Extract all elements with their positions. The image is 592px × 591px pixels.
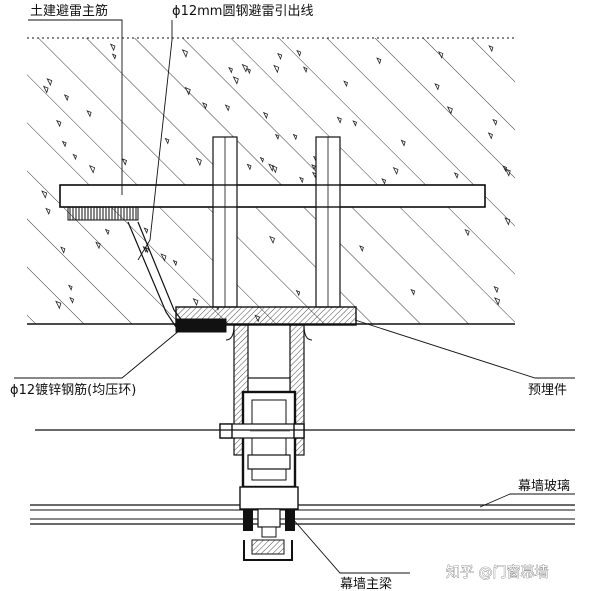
leader-round-steel-lead bbox=[137, 20, 173, 261]
aggregate-mark bbox=[241, 63, 248, 73]
aggregate-mark bbox=[274, 133, 280, 140]
label-round-steel-lead: ϕ12mm圆钢避雷引出线 bbox=[172, 4, 313, 19]
aggregate-mark bbox=[86, 110, 92, 118]
anchor-bolt-left bbox=[212, 136, 238, 308]
aggregate-mark bbox=[295, 289, 301, 297]
aggregate-mark bbox=[41, 190, 48, 199]
aggregate-mark bbox=[246, 67, 251, 75]
aggregate-mark bbox=[61, 140, 67, 148]
aggregate-mark bbox=[111, 53, 117, 60]
aggregate-mark bbox=[45, 207, 51, 216]
aggregate-mark bbox=[268, 163, 275, 172]
leader-civil-main-rebar bbox=[28, 19, 123, 195]
aggregate-mark bbox=[202, 102, 208, 110]
aggregate-mark bbox=[494, 297, 501, 306]
aggregate-mark bbox=[352, 120, 357, 127]
aggregate-mark bbox=[109, 43, 116, 52]
leader-embedded-part bbox=[354, 319, 575, 379]
leader-curtain-glass bbox=[479, 493, 575, 508]
leader-lines bbox=[14, 19, 575, 574]
aggregate-mark bbox=[172, 259, 178, 267]
aggregate-mark bbox=[63, 94, 69, 102]
aggregate-mark bbox=[492, 118, 498, 126]
aggregate-mark bbox=[464, 228, 470, 237]
aggregate-mark bbox=[232, 76, 239, 85]
aggregate-mark bbox=[311, 164, 316, 171]
aggregate-mark bbox=[72, 153, 77, 161]
aggregate-mark bbox=[336, 116, 342, 124]
label-galvanized-rebar: ϕ12镀锌钢筋(均压环) bbox=[10, 382, 136, 398]
aggregate-mark bbox=[273, 64, 280, 74]
leader-curtain-main-beam bbox=[284, 509, 410, 574]
aggregate-mark bbox=[46, 78, 53, 87]
aggregate-mark bbox=[446, 106, 453, 115]
aggregate-mark bbox=[504, 217, 511, 226]
aggregate-mark bbox=[68, 284, 73, 291]
aggregate-mark bbox=[410, 288, 416, 296]
aggregate-mark bbox=[487, 132, 493, 140]
watermark: 知乎 @门窗幕墙 bbox=[446, 564, 548, 581]
label-curtain-main-beam: 幕墙主梁 bbox=[340, 577, 392, 591]
aggregate-mark bbox=[292, 133, 298, 141]
aggregate-mark bbox=[181, 49, 188, 58]
concrete-slab bbox=[27, 37, 515, 325]
aggregate-mark bbox=[488, 45, 494, 53]
aggregate-mark bbox=[56, 119, 62, 128]
anchor-bolt-right bbox=[315, 136, 341, 308]
aggregate-mark bbox=[453, 172, 459, 179]
aggregate-mark bbox=[359, 245, 364, 253]
label-civil-main-rebar: 土建避雷主筋 bbox=[30, 3, 108, 19]
aggregate-mark bbox=[392, 166, 399, 176]
connector-block bbox=[241, 377, 297, 489]
aggregate-mark bbox=[376, 57, 382, 65]
through-bolt bbox=[219, 423, 305, 439]
aggregate-mark bbox=[381, 178, 387, 185]
aggregate-mark bbox=[195, 157, 202, 167]
label-embedded-part: 预埋件 bbox=[528, 383, 567, 398]
aggregate-mark bbox=[143, 227, 149, 234]
aggregate-mark bbox=[164, 137, 170, 145]
leader-galvanized-rebar bbox=[14, 329, 181, 379]
aggregate-mark bbox=[184, 86, 191, 96]
curtain-wall-main-beam bbox=[239, 486, 299, 561]
aggregate-mark bbox=[69, 297, 75, 304]
label-curtain-glass: 幕墙玻璃 bbox=[518, 479, 570, 494]
aggregate-mark bbox=[121, 158, 127, 166]
aggregate-mark bbox=[269, 235, 275, 245]
aggregate-mark bbox=[60, 246, 66, 254]
aggregate-mark bbox=[504, 168, 511, 177]
embedded-plate bbox=[175, 306, 357, 333]
aggregate-mark bbox=[434, 83, 440, 91]
aggregate-mark bbox=[160, 253, 167, 262]
aggregate-mark bbox=[88, 164, 96, 174]
aggregate-mark bbox=[42, 85, 49, 94]
aggregate-mark bbox=[262, 111, 269, 120]
aggregate-mark bbox=[224, 104, 230, 112]
aggregate-mark bbox=[104, 228, 110, 236]
aggregate-mark bbox=[246, 163, 252, 171]
aggregate-mark bbox=[343, 80, 348, 88]
aggregate-mark bbox=[277, 52, 283, 61]
aggregate-mark bbox=[228, 66, 233, 74]
aggregate-mark bbox=[493, 285, 499, 294]
aggregate-mark bbox=[192, 298, 199, 307]
aggregate-mark bbox=[302, 66, 308, 74]
aggregate-mark bbox=[400, 139, 406, 147]
aggregate-mark bbox=[55, 300, 62, 310]
aggregate-mark bbox=[259, 156, 265, 163]
aggregate-mark bbox=[296, 49, 302, 57]
aggregate-mark bbox=[437, 51, 444, 59]
aggregate-mark bbox=[271, 164, 278, 174]
curtain-wall-glass bbox=[30, 504, 575, 525]
aggregate-mark bbox=[299, 176, 304, 184]
aggregate-mark bbox=[95, 241, 101, 250]
